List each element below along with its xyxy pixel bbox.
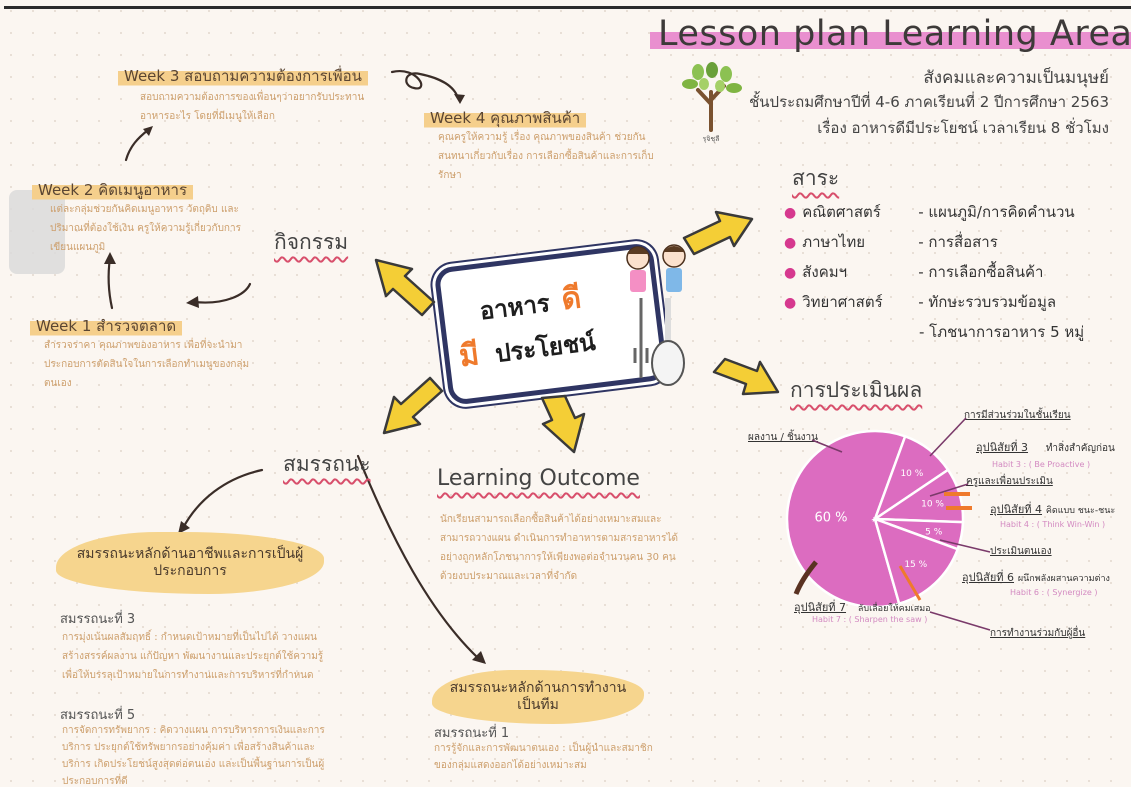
habit7-title: อุปนิสัยที่ 7 [794,601,847,614]
self-label: ประเมินตนเอง [990,546,1052,557]
outcome-heading: Learning Outcome [437,466,640,491]
competency3-text: การมุ่งเน้นผลสัมฤทธิ์ : กำหนดเป้าหมายที่… [62,632,324,681]
sara-item: - โภชนาการอาหาร 5 หมู่ [919,323,1085,341]
habit3-en: Habit 3 : ( Be Proactive ) [992,460,1091,469]
teamwork-label: การทำงานร่วมกับผู้อื่น [990,628,1086,639]
week3-detail: สอบถามความต้องการของเพื่อนๆว่าอยากรับประ… [140,92,365,122]
competency3-label: สมรรถนะที่ 3 [60,612,136,627]
tree-logo-icon: รุจิชุลี [676,62,746,143]
arrow-to-activities-icon [374,258,436,317]
arrow-to-outcome-icon [540,394,586,454]
competency-heading: สมรรถนะ [283,452,371,476]
week4-detail: คุณครูให้ความรู้ เรื่อง คุณภาพของสินค้า … [438,132,654,181]
habit6-en: Habit 6 : ( Synergize ) [1010,588,1098,597]
outcome-text: นักเรียนสามารถเลือกซื้อสินค้าได้อย่างเหม… [440,514,678,582]
path-competency-to-team [356,454,480,660]
career-competency-title: สมรรถนะหลักด้านอาชีพและการเป็นผู้ประกอบก… [56,532,324,594]
habit4-title: อุปนิสัยที่ 4 [990,503,1043,516]
kids-illustration-icon [626,244,686,386]
week2-title: Week 2 คิดเมนูอาหาร [32,178,194,202]
logo-caption: รุจิชุลี [702,135,720,143]
pie-slice-label: 10 % [900,469,923,479]
week1-detail: สำรวจราคา คุณภาพของอาหาร เพื่อที่จะนำมาป… [44,340,250,389]
top-border [4,6,1131,9]
subject-area: สังคมและความเป็นมนุษย์ [923,68,1109,88]
habit6-title: อุปนิสัยที่ 6 [962,571,1015,584]
sara-list: ●คณิตศาสตร์- แผนภูมิ/การคิดคำนวน ●ภาษาไท… [784,198,1084,347]
team-competency1-label: สมรรถนะที่ 1 [434,726,510,741]
grade-line: ชั้นประถมศึกษาปีที่ 4-6 ภาคเรียนที่ 2 ปี… [749,93,1109,111]
pie-slice [873,516,960,606]
nav-overlay-button[interactable] [9,190,65,274]
team-competency-title: สมรรถนะหลักด้านการทำงานเป็นทีม [432,670,644,724]
pie-slice-label: 60 % [815,510,848,525]
habit3-title: อุปนิสัยที่ 3 [976,441,1029,454]
path-week3-to-week4 [390,70,460,100]
week2-detail: แต่ละกลุ่มช่วยกันคิดเมนูอาหาร วัตถุดิบ แ… [50,204,241,253]
topic-line: เรื่อง อาหารดีมีประโยชน์ เวลาเรียน 8 ชั่… [817,119,1109,137]
sara-item: ●ภาษาไทย- การสื่อสาร [784,233,998,251]
sara-item: ●สังคมฯ- การเลือกซื้อสินค้า [784,263,1044,281]
activities-heading: กิจกรรม [274,230,349,254]
attention-label: การมีส่วนร่วมในชั้นเรียน [964,410,1071,421]
pie-slice-label: 10 % [921,500,944,510]
pie-slice-label: 5 % [925,527,943,537]
week3-title: Week 3 สอบถามความต้องการเพื่อน [118,64,368,88]
week1-title: Week 1 สำรวจตลาด [30,314,183,338]
work-label: ผลงาน / ชิ้นงาน [748,432,819,443]
habit7-note: ลับเลื่อยให้คมเสมอ [857,604,931,614]
habit3-note: ทำสิ่งสำคัญก่อน [1045,443,1115,454]
team-competency1-text: การรู้จักและการพัฒนาตนเอง : เป็นผู้นำและ… [434,743,653,771]
sara-heading: สาระ [792,166,840,190]
path-activities-to-week1 [192,282,252,304]
habit7-en: Habit 7 : ( Sharpen the saw ) [812,615,928,624]
pie-slice-label: 15 % [904,560,927,570]
competency5-label: สมรรถนะที่ 5 [60,708,136,723]
behavior-label: ครูและเพื่อนประเมิน [966,476,1053,487]
week4-title: Week 4 คุณภาพสินค้า [424,106,587,130]
sara-item: ●คณิตศาสตร์- แผนภูมิ/การคิดคำนวน [784,203,1075,221]
sara-item: ●วิทยาศาสตร์- ทักษะรวบรวมข้อมูล [784,293,1057,311]
arrow-to-sara-icon [682,210,754,256]
evaluation-heading: การประเมินผล [790,378,923,402]
page-title: Lesson plan Learning Area [650,14,1131,54]
competency5-text: การจัดการทรัพยากร : คิดวางแผน การบริหารก… [62,725,325,787]
path-competency-to-career [181,468,264,530]
habit6-note: ผนึกพลังผสานความต่าง [1017,574,1110,584]
habit4-en: Habit 4 : ( Think Win-Win ) [1000,520,1106,529]
path-week2-to-week3 [124,128,150,162]
arrow-to-evaluation-icon [712,357,780,396]
habit4-note: คิดแบบ ชนะ-ชนะ [1045,506,1116,516]
arrow-to-competency-icon [382,376,444,435]
